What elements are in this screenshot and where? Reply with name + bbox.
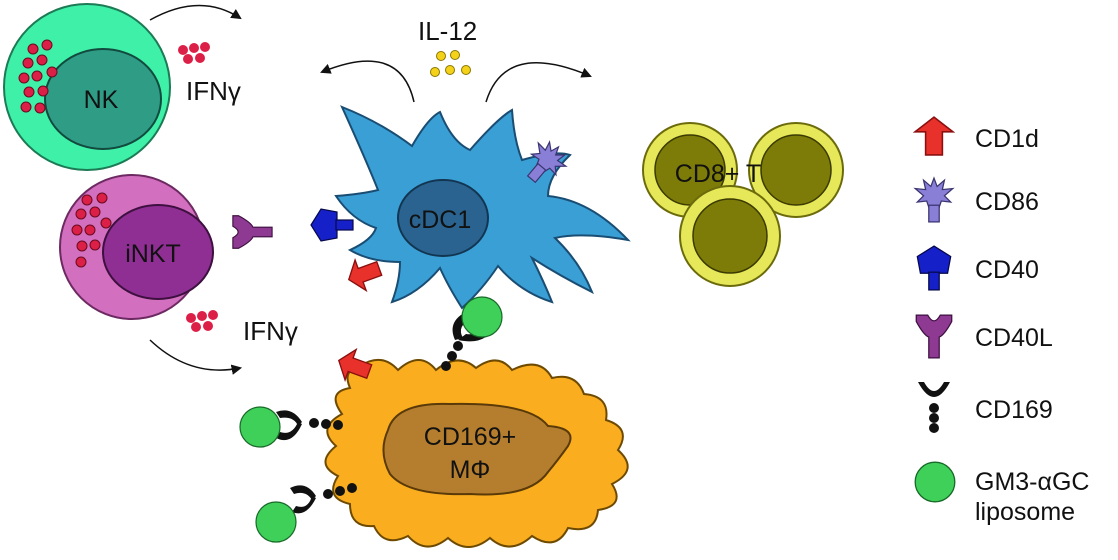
legend-label-cd40: CD40: [975, 256, 1039, 284]
inkt-secretion-arrow: [149, 339, 243, 375]
legend-label-liposome-line1: GM3-αGC: [975, 468, 1089, 496]
cd86-starburst-icon: [914, 177, 954, 223]
liposome-left: [239, 406, 281, 448]
il12-label: IL-12: [418, 16, 477, 46]
macrophage-label-line1: CD169+: [424, 423, 516, 451]
legend: CD1d CD86 CD40 CD40L CD169 GM3-αGC lipos…: [914, 116, 1096, 526]
legend-label-cd86: CD86: [975, 188, 1039, 216]
cdc1-cd40-receptor: [310, 208, 354, 242]
cdc1-cell: cDC1: [310, 105, 631, 310]
cd8-label: CD8+ T: [675, 160, 761, 188]
il12-arrow-right: [485, 62, 592, 103]
il12-arrow-left: [320, 60, 415, 103]
nk-granules: [18, 39, 58, 114]
liposome-bottom: [255, 501, 297, 543]
nk-secretion-arrow: [149, 4, 242, 21]
cdc1-label: cDC1: [409, 206, 472, 234]
macrophage-cd169-top: [441, 296, 503, 371]
macrophage-cd169-bottom: [255, 483, 357, 543]
inkt-cell: iNKT: [59, 174, 273, 320]
legend-item-liposome: GM3-αGC liposome: [914, 461, 1096, 526]
liposome-circle-icon: [914, 461, 956, 503]
ifng-bottom-granules: [186, 310, 218, 332]
legend-item-cd1d: CD1d: [914, 116, 1039, 156]
macrophage-cd169-left: [239, 406, 343, 448]
cd169-cup-chain-icon: [918, 382, 950, 433]
legend-label-cd169: CD169: [975, 396, 1053, 424]
legend-label-cd40l: CD40L: [975, 324, 1053, 352]
cd8-t-cells: CD8+ T: [642, 122, 844, 287]
inkt-cd40l-receptor: [232, 215, 273, 249]
nk-cell: NK: [3, 3, 171, 171]
inkt-label: iNKT: [125, 240, 181, 268]
macrophage-label-line2: MΦ: [450, 456, 491, 484]
legend-item-cd40: CD40: [916, 245, 1039, 291]
ifng-top-label: IFNγ: [186, 76, 241, 106]
liposome-top: [461, 296, 503, 338]
legend-label-liposome: GM3-αGC liposome: [975, 468, 1096, 526]
cd1d-arrow-icon: [914, 116, 954, 156]
cd40-pentagon-icon: [916, 245, 952, 291]
legend-item-cd86: CD86: [914, 177, 1039, 223]
ifng-top-granules: [178, 42, 210, 64]
ifng-bottom-label: IFNγ: [243, 316, 298, 346]
il12-dots: [430, 50, 471, 77]
macrophage-cell: CD169+ MΦ: [239, 296, 629, 548]
legend-label-cd1d: CD1d: [975, 125, 1039, 153]
legend-item-cd40l: CD40L: [915, 314, 1053, 359]
cd40l-y-receptor-icon: [915, 314, 953, 359]
inkt-granules: [71, 192, 112, 268]
legend-label-liposome-line2: liposome: [975, 498, 1075, 526]
legend-item-cd169: CD169: [918, 382, 1053, 433]
nk-label: NK: [84, 86, 119, 114]
